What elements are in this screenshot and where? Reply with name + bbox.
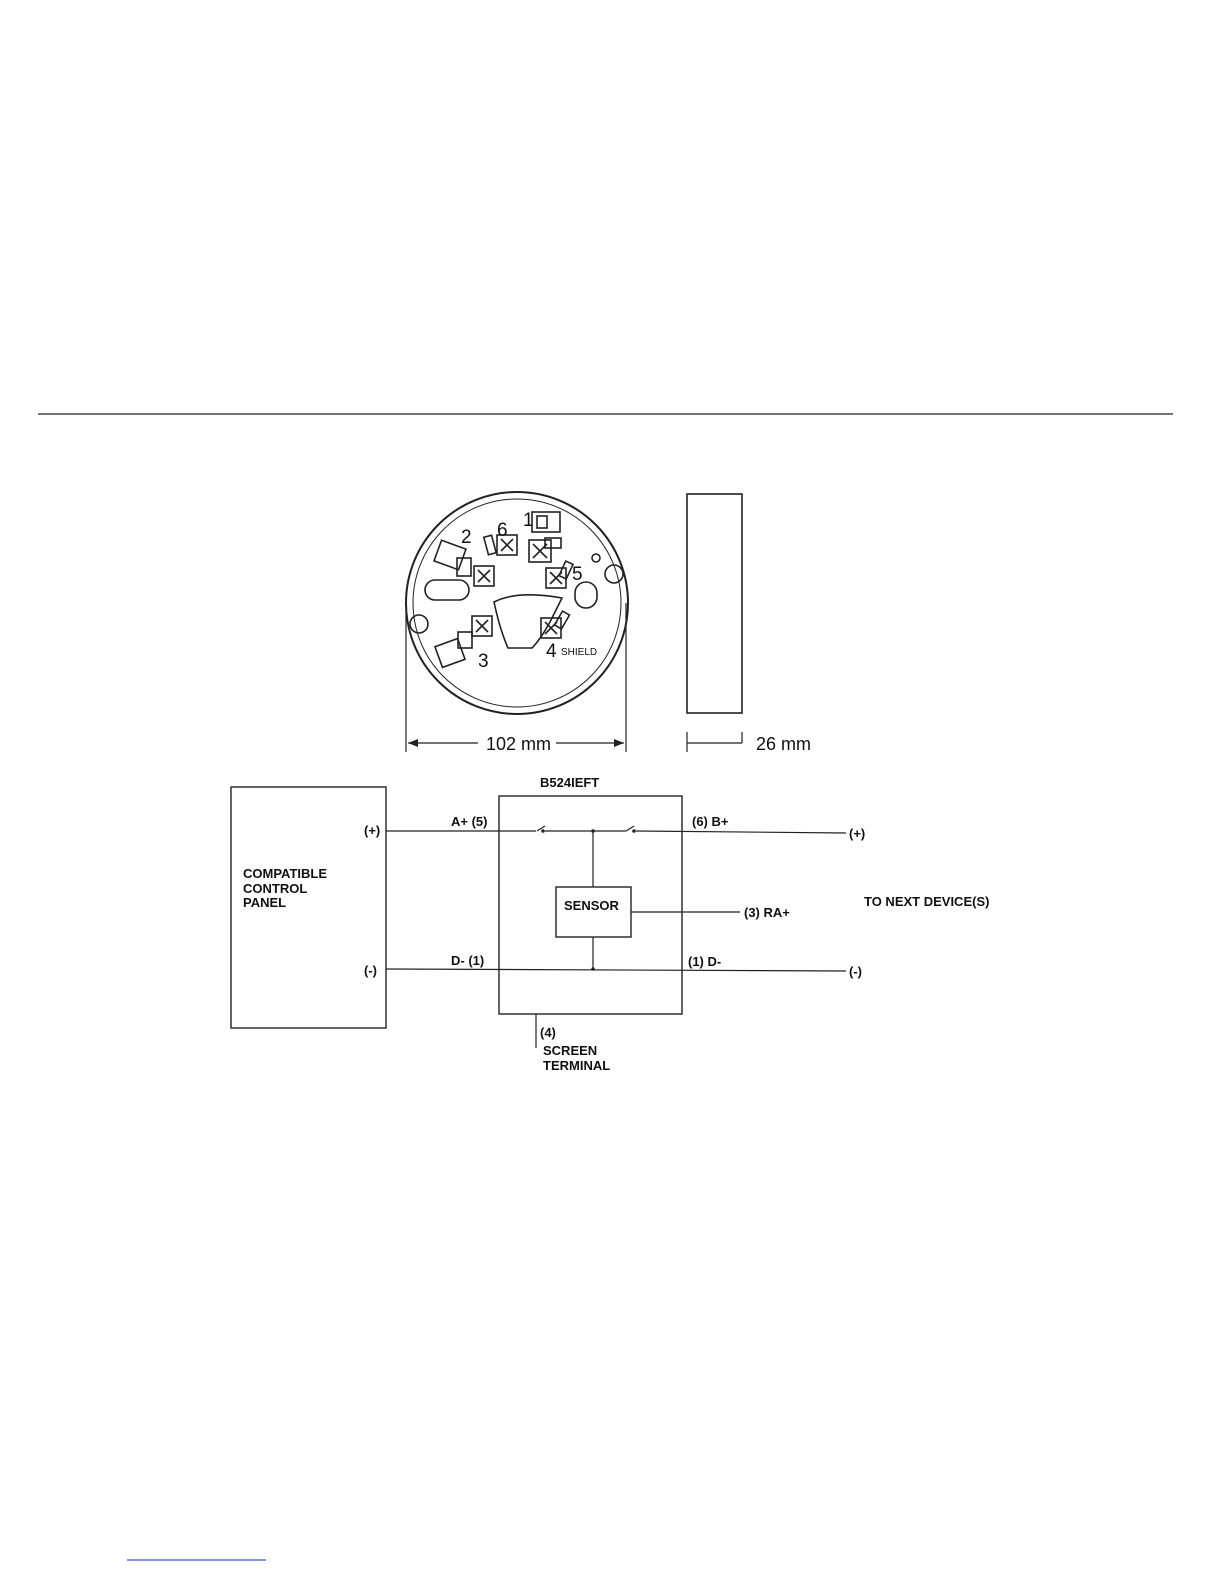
next-device-label: TO NEXT DEVICE(S) [864,894,989,909]
depth-label: 26 mm [756,734,811,754]
terminal-number-3: 3 [478,651,489,672]
terminal-number-6: 6 [497,520,508,541]
a-plus-label: A+ (5) [451,814,487,829]
panel-label-line-3: PANEL [243,895,286,910]
d-minus-out-label: (1) D- [688,954,721,969]
panel-plus-label: (+) [364,823,380,838]
panel-minus-label: (-) [364,963,377,978]
ra-plus-label: (3) RA+ [744,905,790,920]
panel-label-line-1: COMPATIBLE [243,866,327,881]
shield-label: SHIELD [561,647,597,658]
terminal-number-5: 5 [572,564,583,585]
detector-base-top-view [406,492,628,714]
out-minus-label: (-) [849,964,862,979]
detector-base-side-view [687,494,742,713]
out-plus-label: (+) [849,826,865,841]
terminal-number-4: 4 [546,641,557,662]
sensor-label: SENSOR [564,898,620,913]
diameter-label: 102 mm [486,734,551,754]
depth-dimension [687,732,742,752]
screen-label-line-2: SCREEN [543,1043,597,1058]
b-plus-label: (6) B+ [692,814,729,829]
device-model-title: B524IEFT [540,775,599,790]
d-minus-in-label: D- (1) [451,953,484,968]
screen-label-line-1: (4) [540,1025,556,1040]
diameter-dimension [406,603,626,752]
terminal-number-1: 1 [523,510,534,531]
screen-label-line-3: TERMINAL [543,1058,610,1073]
terminal-number-2: 2 [461,527,472,548]
panel-label-line-2: CONTROL [243,881,307,896]
